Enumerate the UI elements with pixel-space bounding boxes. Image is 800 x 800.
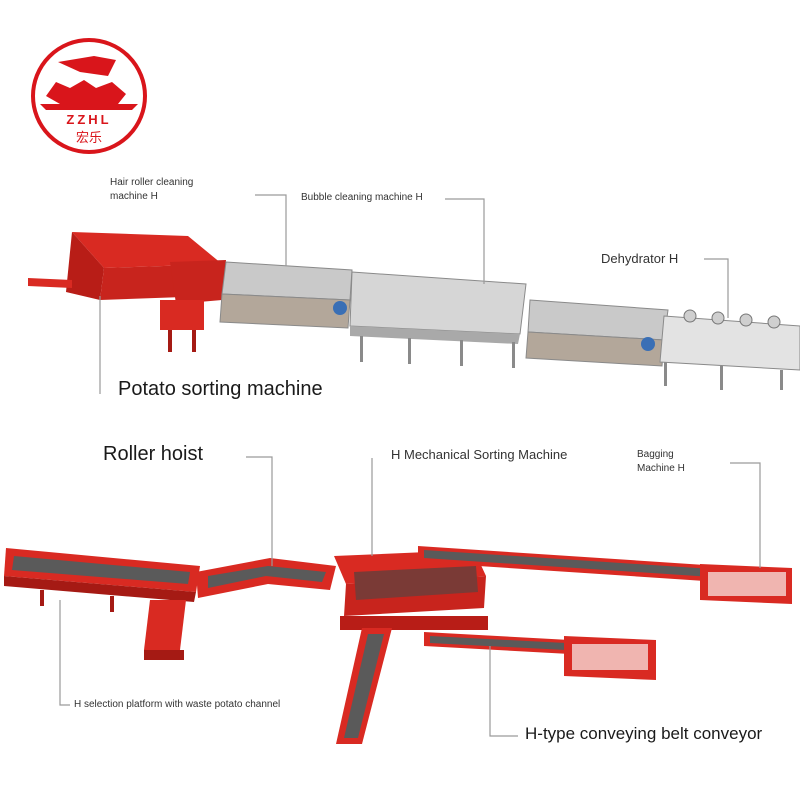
roller-hoist-belt: [208, 566, 326, 588]
waste-channel-base: [144, 650, 184, 660]
label-hair-roller: Hair roller cleaning machine H: [110, 176, 193, 204]
lower-bagging-rollers: [572, 644, 648, 670]
hair-roller-top: [221, 261, 353, 301]
dehydrator-fan: [767, 315, 781, 329]
label-conveying-belt: H-type conveying belt conveyor: [525, 724, 763, 743]
leader-selection-platform: [59, 600, 70, 706]
logo-ship-hull: [46, 80, 126, 104]
platform-leg: [110, 596, 114, 612]
leader-bubble: [445, 198, 485, 284]
label-potato-sorting: Potato sorting machine: [118, 378, 323, 400]
dehydrator-leg: [664, 362, 667, 386]
bubble-tank-top: [349, 271, 527, 335]
logo-brand-text: ZZHL: [66, 112, 112, 127]
hopper-chute: [28, 278, 72, 288]
label-hair-roller-line2: machine H: [110, 191, 158, 202]
label-roller-hoist: Roller hoist: [103, 443, 204, 465]
waste-potato-channel: [144, 600, 186, 650]
leader-bagging: [730, 462, 761, 568]
logo-sail: [58, 56, 116, 76]
washer2-motor: [641, 337, 655, 351]
label-bagging-line1: Bagging: [637, 449, 674, 460]
sorting-base: [160, 300, 204, 330]
top-processing-line: [28, 232, 800, 390]
dehydrator-leg: [720, 366, 723, 390]
logo-brand-cn: 宏乐: [75, 130, 102, 145]
roller-hoist: [196, 558, 336, 598]
diagonal-conveyor-belt: [344, 634, 384, 738]
bubble-leg: [512, 342, 515, 368]
label-bagging: Bagging Machine H: [637, 448, 685, 476]
dehydrator-fan: [711, 311, 725, 325]
platform-leg: [40, 590, 44, 606]
bubble-leg: [408, 338, 411, 364]
lower-conveyor-belt: [430, 636, 566, 650]
label-mechanical-sorting: H Mechanical Sorting Machine: [391, 447, 568, 462]
selection-platform-belt: [12, 556, 190, 584]
label-dehydrator: Dehydrator H: [601, 251, 679, 266]
selection-platform-side: [4, 576, 196, 602]
upper-conveyor-belt: [424, 550, 712, 577]
bubble-tank-lip: [350, 326, 520, 344]
logo-ring: [31, 38, 147, 154]
leader-hair-roller: [255, 194, 287, 266]
label-hair-roller-line1: Hair roller cleaning: [110, 177, 194, 188]
washer2-body: [525, 331, 665, 367]
sorting-leg: [168, 330, 172, 352]
dehydrator-leg: [780, 370, 783, 390]
leader-roller-hoist: [246, 456, 273, 566]
hair-roller-body: [219, 293, 351, 329]
bottom-leader-lines: [59, 456, 761, 737]
leader-dehydrator: [704, 258, 729, 318]
hopper-top: [72, 232, 222, 268]
hair-roller-motor: [333, 301, 347, 315]
label-selection-platform: H selection platform with waste potato c…: [74, 699, 281, 710]
dehydrator-fan: [683, 309, 697, 323]
mechanical-sorter-base: [340, 616, 488, 630]
sorting-leg: [192, 330, 196, 352]
mechanical-sorter-screens: [354, 566, 478, 600]
logo-wave: [40, 104, 138, 110]
leader-conveying-belt: [489, 646, 518, 737]
label-bagging-line2: Machine H: [637, 463, 685, 474]
bubble-leg: [460, 340, 463, 366]
dehydrator-fan: [739, 313, 753, 327]
label-bubble-cleaning: Bubble cleaning machine H: [301, 192, 423, 203]
bottom-sorting-line: [4, 546, 792, 744]
dehydrator-frame: [659, 315, 800, 371]
hopper-side: [66, 232, 104, 300]
zzhl-logo: [31, 38, 147, 154]
sorting-elevator: [170, 260, 226, 304]
bagging-rollers: [708, 572, 786, 596]
top-leader-lines: [99, 194, 729, 394]
bubble-leg: [360, 336, 363, 362]
